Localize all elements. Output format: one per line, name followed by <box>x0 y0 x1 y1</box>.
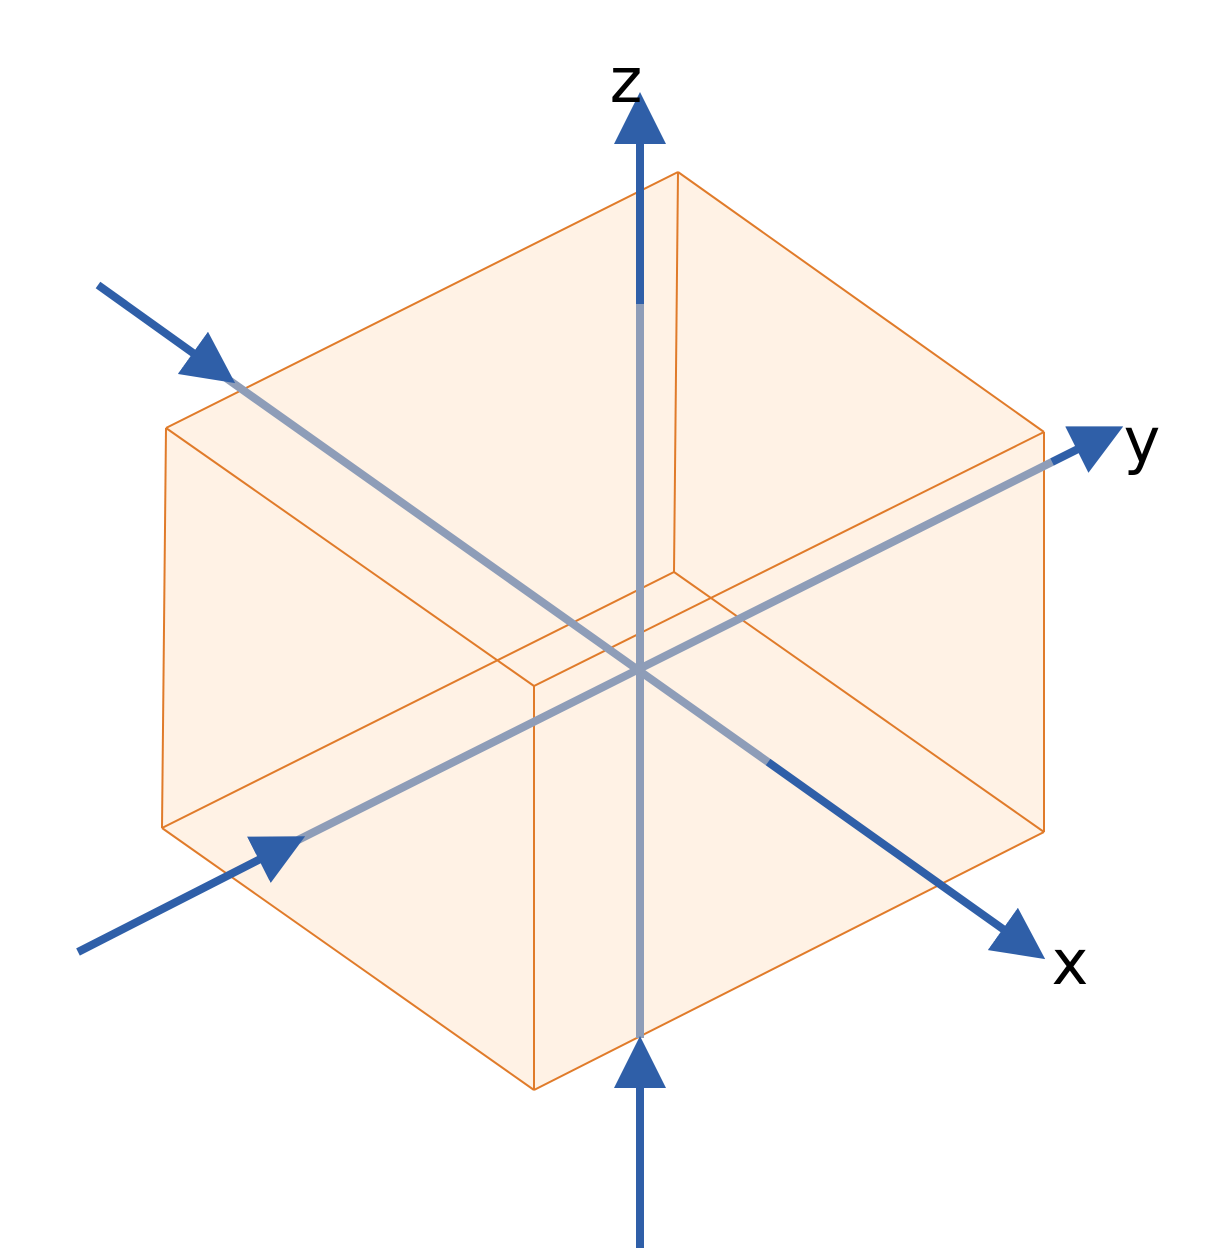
y-axis-label: y <box>1124 404 1161 477</box>
z-axis-label: z <box>610 44 643 117</box>
axes-inside-box <box>223 304 1054 1038</box>
box <box>161 171 1045 1091</box>
y-axis-inside-segment <box>292 458 1054 846</box>
box-edge-top-right <box>677 171 1045 433</box>
box-edge-back-bottom-left <box>161 571 675 829</box>
box-face-left <box>162 428 534 1090</box>
box-edge-top-left <box>165 171 679 429</box>
box-edge-back-bottom-right <box>673 571 1045 833</box>
x-axis-inside-segment <box>223 374 771 766</box>
box-edge-top-front-left <box>165 427 535 687</box>
y-axis-exit-segment <box>1050 426 1124 473</box>
box-edge-left-vertical <box>161 427 167 829</box>
x-axis-exit-segment <box>765 758 1046 960</box>
axes-outside-box <box>76 92 1124 1248</box>
box-face-top <box>166 172 1044 686</box>
box-edge-back-vertical <box>673 171 679 573</box>
x-axis-entry-segment <box>95 281 236 384</box>
box-face-right <box>534 432 1044 1090</box>
box-edge-top-front-right <box>533 431 1045 687</box>
box-edge-bottom-left <box>161 827 535 1091</box>
x-axis-label: x <box>1052 926 1089 999</box>
y-axis-entry-segment <box>76 836 306 956</box>
